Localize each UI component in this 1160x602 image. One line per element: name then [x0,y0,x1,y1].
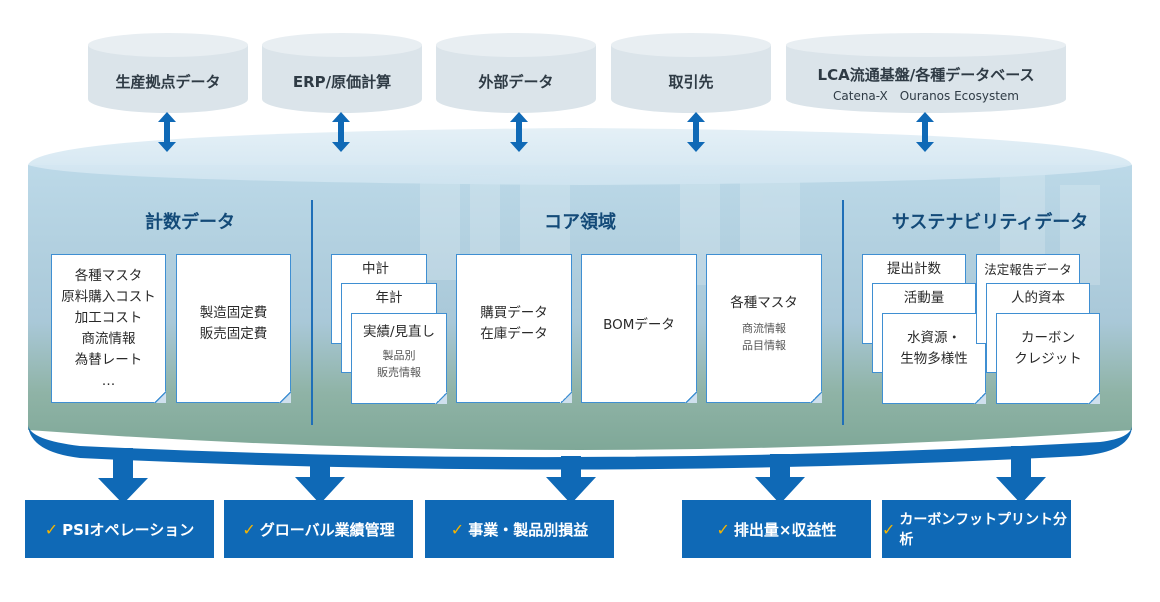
lake-bottom-rim [28,425,1132,470]
card-line: 各種マスタ [74,268,143,284]
output-emissions-profitability: ✓ 排出量×収益性 [682,500,871,558]
card-line: 加工コスト [74,310,143,326]
data-card: 各種マスタ 商流情報 品目情報 [706,254,822,403]
bidirectional-arrow-icon [916,112,934,152]
down-arrow-icon [755,454,805,504]
card-line: 年計 [375,290,403,306]
section-title-core: コア領域 [544,212,616,233]
lake-body [28,165,1132,450]
section-title-sustainability: サステナビリティデータ [891,212,1089,233]
source-db-label: LCA流通基盤/各種データベース [817,66,1035,84]
page-fold-icon [279,391,291,403]
page-fold-icon [560,391,572,403]
card-subline: 販売情報 [377,366,421,379]
card-line: BOMデータ [603,317,675,333]
data-card: BOMデータ [581,254,697,403]
source-db-label: 外部データ [478,73,554,91]
check-icon: ✓ [242,519,256,539]
lake-top [28,128,1132,185]
down-arrow-icon [98,448,148,504]
plan-card-actual: 実績/見直し 製品別 販売情報 [351,313,447,404]
card-line: 各種マスタ [730,295,798,311]
bidirectional-arrow-icon [510,112,528,152]
card-line: カーボン [1021,330,1075,346]
down-arrow-icon [996,446,1046,504]
output-psi-operation: ✓ PSIオペレーション [25,500,214,558]
data-card: 購買データ 在庫データ [456,254,572,403]
card-line: 在庫データ [480,326,548,342]
card-line: 実績/見直し [362,324,436,340]
check-icon: ✓ [882,519,896,539]
section-divider [842,200,844,425]
bidirectional-arrow-icon [158,112,176,152]
output-label: 排出量×収益性 [733,520,837,539]
source-db-production: 生産拠点データ [88,33,248,113]
card-line: 商流情報 [81,331,136,347]
page-fold-icon [685,391,697,403]
bidirectional-arrow-icon [332,112,350,152]
output-global-performance: ✓ グローバル業績管理 [224,500,413,558]
output-label: 事業・製品別損益 [468,520,589,539]
source-db-label: 取引先 [668,73,714,91]
card-line: 販売固定費 [199,326,268,342]
sustainability-card: カーボン クレジット [996,313,1100,404]
down-arrow-icon [295,455,345,504]
card-line: 原料購入コスト [61,289,156,305]
source-db-sublabel: Catena-X Ouranos Ecosystem [833,89,1019,103]
source-db-erp: ERP/原価計算 [262,33,422,113]
bidirectional-arrow-icon [687,112,705,152]
data-card: 各種マスタ 原料購入コスト 加工コスト 商流情報 為替レート … [51,254,166,403]
card-line: 為替レート [74,352,143,368]
source-db-lca: LCA流通基盤/各種データベース Catena-X Ouranos Ecosys… [786,33,1066,113]
output-label: PSIオペレーション [62,520,195,539]
card-line: 法定報告データ [984,262,1072,277]
page-fold-icon [154,391,166,403]
card-subline: 商流情報 [742,322,786,335]
section-divider [311,200,313,425]
check-icon: ✓ [450,519,465,539]
section-title-counting: 計数データ [145,212,235,233]
down-arrow-icon [546,456,596,504]
source-db-label: ERP/原価計算 [292,73,392,91]
output-label: カーボンフットプリント分析 [899,512,1067,548]
card-line: 活動量 [903,290,945,306]
card-line: 提出計数 [887,261,941,277]
output-carbon-footprint: ✓ カーボンフットプリント分析 [882,500,1071,558]
card-line: 生物多様性 [900,351,968,367]
card-line: 人的資本 [1011,290,1065,306]
page-fold-icon [1088,392,1100,404]
source-db-external: 外部データ [436,33,596,113]
card-line: クレジット [1014,351,1082,367]
page-fold-icon [974,392,986,404]
check-icon: ✓ [716,519,730,539]
card-subline: 品目情報 [742,339,786,352]
sustainability-card: 水資源・ 生物多様性 [882,313,986,404]
output-label: グローバル業績管理 [259,520,395,539]
card-line: … [101,373,116,389]
card-line: 水資源・ [907,330,961,346]
page-fold-icon [435,392,447,404]
card-subline: 製品別 [382,349,416,362]
card-line: 中計 [362,261,389,277]
source-db-suppliers: 取引先 [611,33,771,113]
output-business-product-pl: ✓ 事業・製品別損益 [425,500,614,558]
card-line: 製造固定費 [199,305,268,321]
data-card: 製造固定費 販売固定費 [176,254,291,403]
page-fold-icon [810,391,822,403]
check-icon: ✓ [44,519,59,539]
source-db-label: 生産拠点データ [115,73,221,91]
card-line: 購買データ [480,305,548,321]
